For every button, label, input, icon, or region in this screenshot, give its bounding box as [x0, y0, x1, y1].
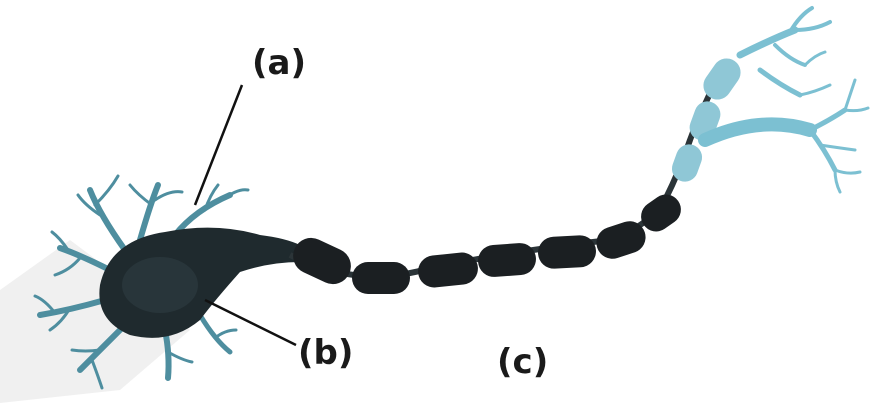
nucleus-highlight — [122, 257, 198, 313]
axon — [288, 58, 741, 294]
pointer-line-a — [193, 84, 244, 206]
myelin-sheath-light — [703, 58, 741, 100]
label-b: (b) — [298, 333, 354, 373]
watermark-stripe — [0, 240, 190, 403]
myelin-sheath — [538, 235, 596, 269]
pointer-line-b — [204, 298, 297, 347]
myelin-sheath — [478, 243, 536, 277]
axon-terminals — [698, 6, 870, 194]
myelin-sheath — [596, 221, 646, 259]
label-c: (c) — [497, 342, 549, 382]
myelin-sheath — [352, 262, 410, 294]
label-a: (a) — [252, 43, 307, 83]
myelin-sheath — [293, 237, 351, 285]
myelin-sheath — [418, 252, 478, 288]
myelin-sheath-light — [671, 144, 703, 182]
myelin-sheath — [641, 194, 681, 232]
